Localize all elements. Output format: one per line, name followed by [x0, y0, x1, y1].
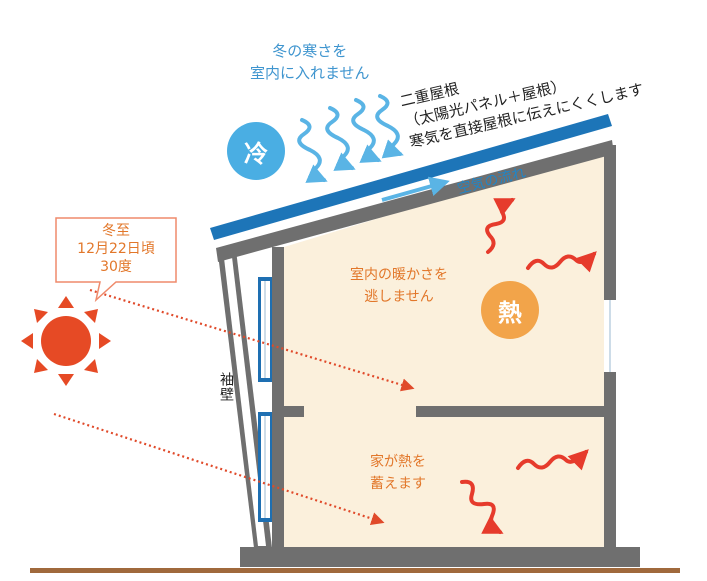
left-window-upper — [258, 277, 272, 382]
cold-badge: 冷 — [227, 122, 285, 180]
house-walls — [216, 140, 640, 567]
ground-line — [30, 568, 680, 573]
heat-arrows — [460, 198, 597, 534]
cold-badge-label: 冷 — [244, 139, 268, 168]
heat-store-message-line-2: 蓄えます — [370, 476, 426, 492]
solar-panel-roof — [210, 114, 612, 240]
right-window — [604, 300, 616, 372]
wavy-down-arrow-icon — [297, 118, 328, 183]
warmth-message: 室内の暖かさを 逃しません — [350, 264, 448, 308]
solstice-line-3: 30度 — [100, 259, 132, 275]
sun-ray-upper — [89, 288, 415, 392]
warmth-message-line-1: 室内の暖かさを — [350, 267, 448, 283]
cold-arrows — [297, 94, 404, 183]
solstice-callout — [55, 217, 177, 303]
cold-message-line-1: 冬の寒さを — [272, 42, 348, 60]
warmth-message-line-2: 逃しません — [364, 289, 434, 305]
left-window-lower — [258, 412, 272, 522]
sun-icon — [21, 296, 111, 386]
heat-badge: 熱 — [481, 281, 539, 339]
wavy-down-arrow-icon — [351, 98, 382, 163]
wing-wall-inner — [224, 257, 266, 546]
solstice-text: 冬至 12月22日頃 30度 — [58, 222, 174, 276]
wavy-up-arrow-icon — [526, 251, 597, 273]
wavy-up-arrow-icon — [516, 449, 589, 471]
wavy-down-arrow-icon — [325, 106, 356, 171]
heat-store-message: 家が熱を 蓄えます — [370, 451, 426, 495]
cold-message: 冬の寒さを 室内に入れません — [250, 40, 370, 84]
heat-store-message-line-1: 家が熱を — [370, 454, 426, 470]
wavy-down-arrow-icon — [375, 94, 404, 159]
wavy-down-arrow-icon — [460, 479, 504, 534]
heat-badge-label: 熱 — [498, 298, 522, 327]
air-flow-arrow — [381, 176, 450, 202]
wing-wall-label: 袖壁 — [218, 372, 234, 402]
solstice-line-1: 冬至 — [102, 223, 130, 239]
wavy-up-arrow-icon — [485, 198, 516, 254]
solstice-line-2: 12月22日頃 — [77, 241, 155, 257]
house-interior — [284, 150, 604, 548]
cold-message-line-2: 室内に入れません — [250, 64, 370, 82]
